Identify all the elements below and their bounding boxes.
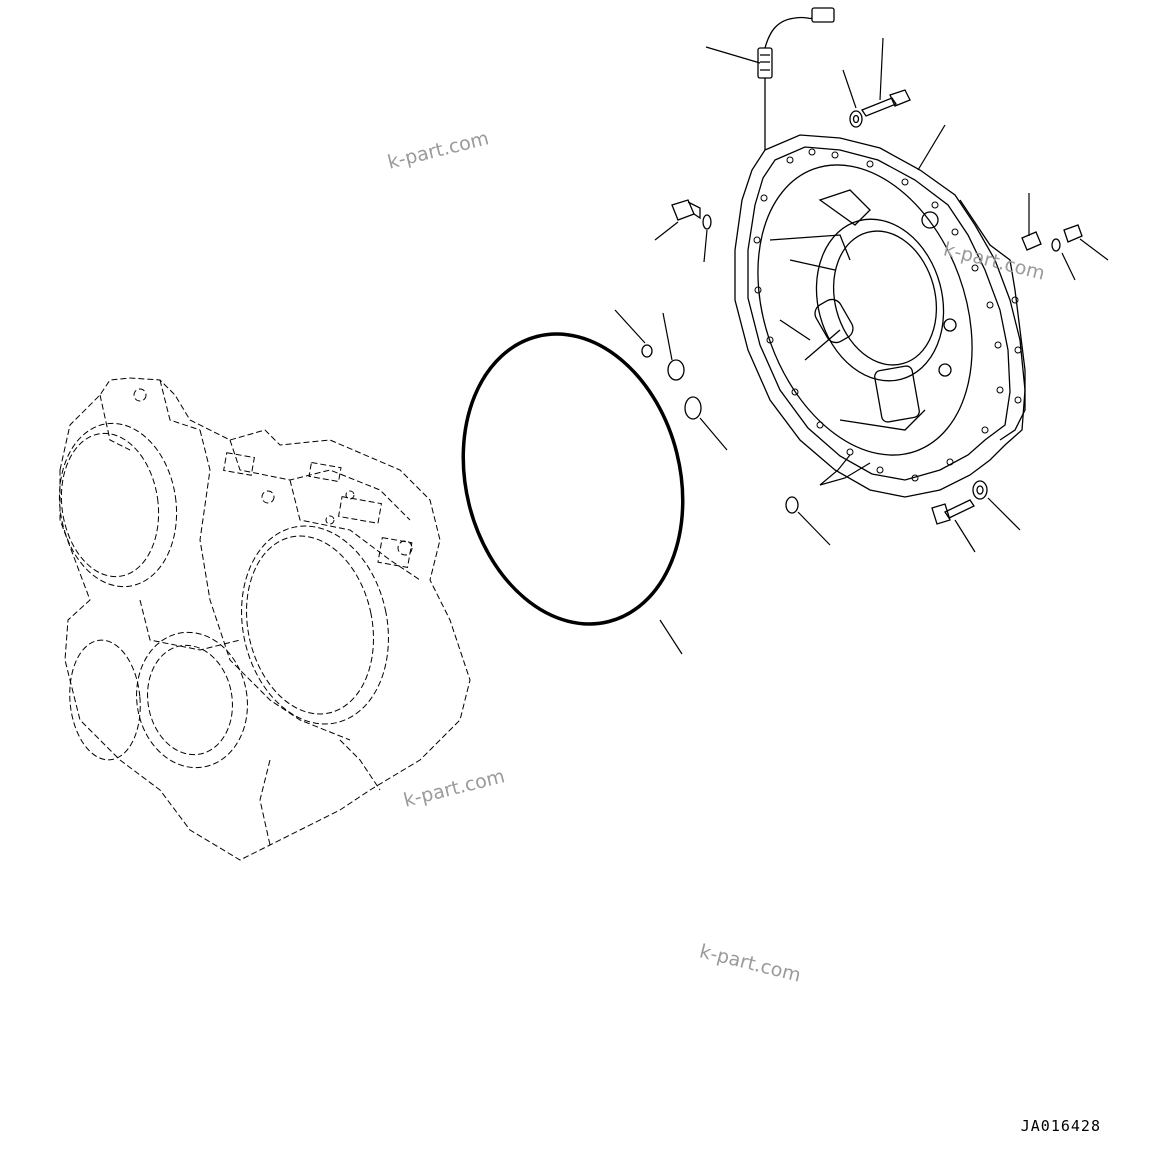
transmission-case-phantom (58, 377, 471, 861)
plugs (671, 199, 1083, 251)
o-ring-large (461, 332, 685, 626)
temperature-sensor (757, 7, 835, 150)
small-o-rings (641, 214, 1061, 514)
figure-code: JA016428 (1020, 1117, 1101, 1135)
leader-lines (614, 37, 1109, 655)
flywheel-housing (734, 134, 1026, 498)
bolts (861, 89, 975, 525)
washers (849, 110, 988, 500)
